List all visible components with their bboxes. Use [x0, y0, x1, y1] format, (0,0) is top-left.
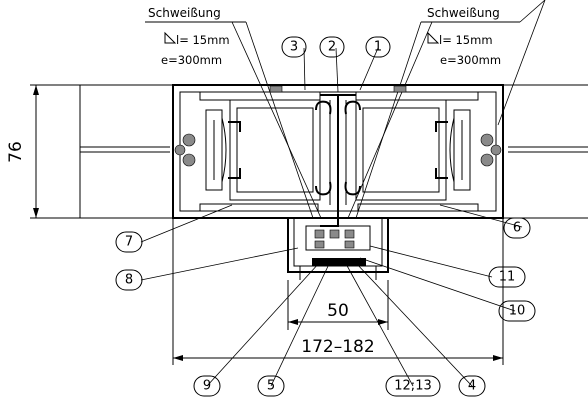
- mullion-profile: [172, 84, 504, 227]
- callout-1: 1: [365, 36, 391, 58]
- svg-text:11: 11: [499, 270, 516, 285]
- callout-8: 8: [115, 269, 143, 291]
- svg-text:1: 1: [374, 40, 382, 55]
- weld-spacing-left: e=300mm: [161, 53, 222, 67]
- weld-annotation-right: Schweißung l= 15mm e=300mm: [347, 0, 546, 219]
- callout-6: 6: [503, 217, 531, 239]
- callout-10: 10: [498, 300, 536, 322]
- weld-title-right: Schweißung: [427, 6, 500, 20]
- callout-9: 9: [193, 375, 221, 397]
- glazing-panes: [79, 84, 588, 219]
- weld-length-left: l= 15mm: [176, 33, 230, 47]
- svg-text:8: 8: [125, 273, 133, 288]
- svg-text:3: 3: [290, 40, 298, 55]
- callout-2: 2: [319, 36, 345, 58]
- core-width-dimension: 50: [287, 280, 389, 330]
- callout-leaders: [140, 47, 523, 387]
- svg-text:2: 2: [328, 40, 336, 55]
- svg-text:10: 10: [509, 304, 526, 319]
- overall-width-label: 172–182: [301, 337, 374, 357]
- core-width-label: 50: [327, 301, 349, 321]
- callout-11: 11: [488, 266, 526, 288]
- svg-text:9: 9: [203, 379, 211, 394]
- weld-spacing-right: e=300mm: [440, 53, 501, 67]
- weld-length-right: l= 15mm: [439, 33, 493, 47]
- callout-5: 5: [257, 375, 285, 397]
- weld-title-left: Schweißung: [148, 6, 221, 20]
- callout-7: 7: [115, 231, 143, 253]
- svg-text:12;13: 12;13: [394, 379, 431, 394]
- height-dimension: 76: [6, 84, 80, 219]
- height-dimension-label: 76: [6, 141, 26, 163]
- svg-text:4: 4: [468, 379, 476, 394]
- callout-12-13: 12;13: [385, 375, 441, 397]
- weld-annotation-left: Schweißung l= 15mm e=300mm: [145, 6, 322, 219]
- overall-width-dimension: 172–182: [172, 218, 504, 365]
- svg-text:5: 5: [267, 379, 275, 394]
- callout-4: 4: [458, 375, 486, 397]
- svg-text:7: 7: [125, 235, 133, 250]
- callout-3: 3: [281, 36, 307, 58]
- svg-text:6: 6: [513, 221, 521, 236]
- pressure-plate: [287, 218, 389, 280]
